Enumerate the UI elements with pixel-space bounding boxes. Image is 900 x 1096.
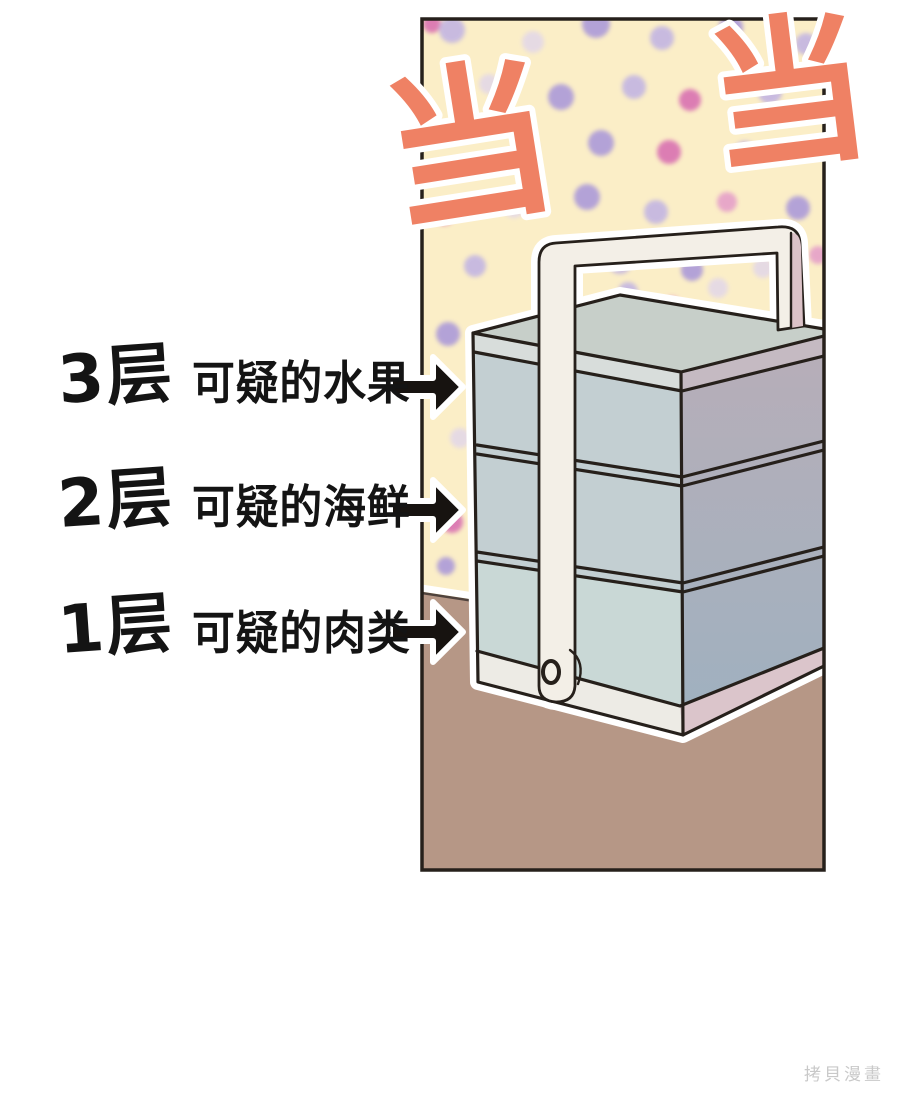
wallpaper-dot: [450, 428, 470, 448]
tier-label-row-3: 3层 可疑的水果: [55, 334, 427, 419]
lunchbox-lid-band-front: [473, 333, 682, 391]
sfx-dang-left: 当: [370, 37, 569, 259]
wallpaper-dot: [574, 184, 600, 210]
lunchbox-outlines: [471, 293, 823, 737]
wallpaper-dot: [708, 278, 728, 298]
lunchbox-lid-band-side: [681, 336, 823, 391]
annotation-arrows: [387, 354, 466, 665]
wallpaper-dot: [503, 196, 525, 218]
wallpaper-dot: [795, 33, 817, 55]
tier-label-row-2: 2层 可疑的海鲜: [55, 458, 427, 543]
wallpaper-dot: [622, 75, 646, 99]
wallpaper-dots: [423, 20, 823, 575]
handle: [537, 225, 806, 704]
tier2-number: 2层: [55, 458, 177, 543]
wallpaper-dot: [439, 20, 465, 43]
handle-body: [537, 225, 806, 704]
handle-side-strip: [791, 232, 803, 328]
arrow-icon-tier1: [387, 599, 466, 665]
tier-label-row-1: 1层 可疑的肉类: [55, 584, 427, 669]
handle-rivet: [541, 659, 561, 685]
lunchbox: [471, 293, 823, 737]
wallpaper-dot: [436, 322, 460, 346]
watermark: 拷貝漫畫: [804, 1065, 884, 1085]
wallpaper-dot: [464, 255, 486, 277]
wallpaper-dot: [758, 80, 782, 104]
lunchbox-base-front: [477, 651, 683, 735]
sfx-dang-right: 当: [696, 0, 880, 199]
wallpaper-dot: [479, 74, 499, 94]
wallpaper-dot: [734, 141, 756, 163]
wallpaper-dot: [650, 26, 674, 50]
lunchbox-right-face: [681, 336, 823, 735]
wallpaper-dot: [809, 246, 823, 264]
panel-border: [420, 17, 826, 872]
tier2-description: 可疑的海鲜: [191, 480, 411, 534]
lunchbox-base-side: [680, 648, 823, 735]
wallpaper-dot: [548, 84, 574, 110]
wallpaper-dot: [786, 196, 810, 220]
wallpaper-dot: [433, 203, 455, 225]
lunchbox-tier1-front: [477, 561, 683, 706]
wallpaper-dot: [516, 137, 538, 159]
wallpaper-dot: [719, 20, 743, 39]
wallpaper-dot: [657, 140, 681, 164]
tier3-number: 3层: [55, 334, 177, 419]
tier1-description: 可疑的肉类: [191, 606, 411, 660]
tier1-number: 1层: [55, 584, 177, 669]
wallpaper-dot: [717, 192, 737, 212]
wallpaper-dot: [588, 130, 614, 156]
wallpaper-dot: [423, 20, 441, 33]
handle-clasp: [568, 648, 582, 686]
arrow-icon-tier3: [387, 354, 466, 420]
arrow-icon-tier2: [387, 477, 466, 543]
wallpaper-dot: [679, 89, 701, 111]
wallpaper-dot: [582, 20, 610, 38]
wallpaper-dot: [644, 200, 668, 224]
tier3-description: 可疑的水果: [191, 356, 411, 410]
wallpaper-dot: [753, 258, 773, 278]
wallpaper-dot: [522, 31, 544, 53]
wallpaper-dot: [437, 557, 455, 575]
